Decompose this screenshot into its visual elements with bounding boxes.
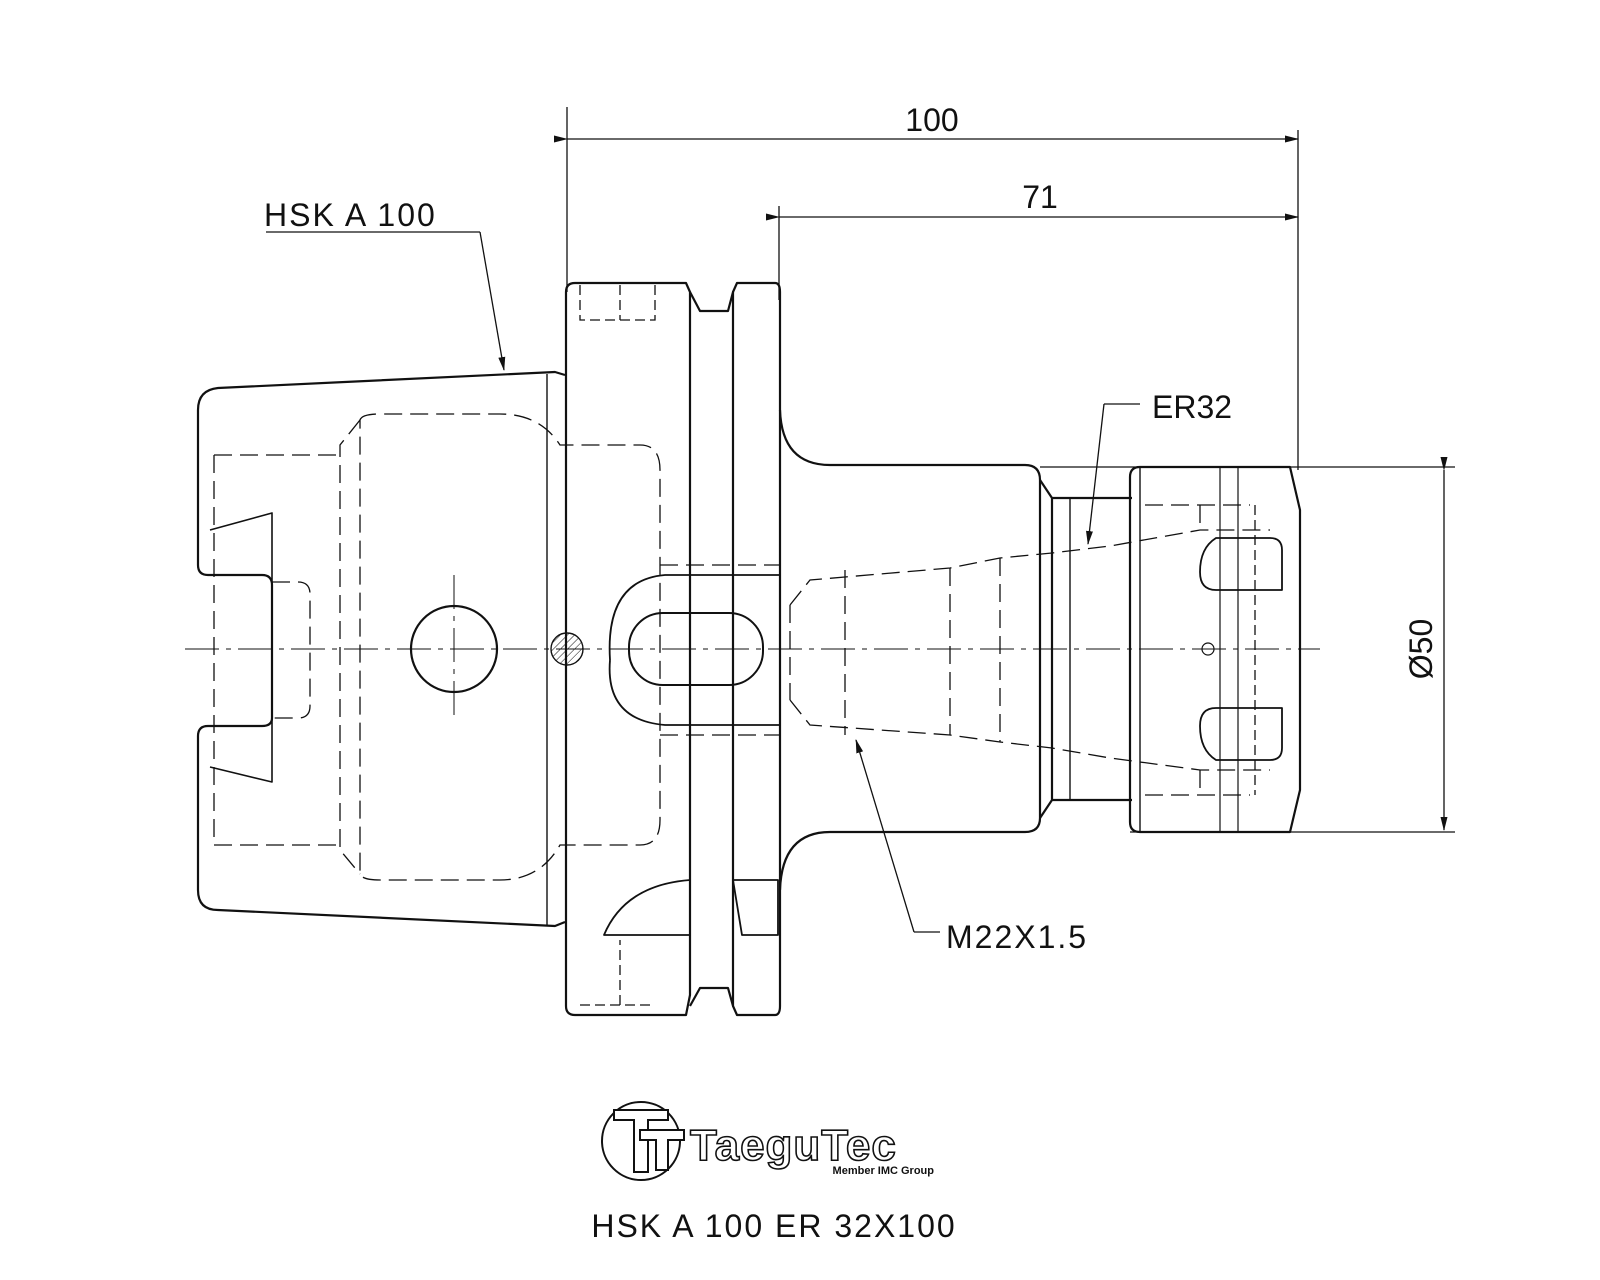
dimension-lines <box>554 107 1455 833</box>
hidden-lines <box>213 285 1270 1006</box>
callout-thread: M22X1.5 <box>946 919 1088 955</box>
tool-holder-outline <box>196 281 1302 1017</box>
dim-overall-length: 100 <box>905 102 958 138</box>
centerlines <box>185 575 1320 722</box>
taegutec-logo: TaeguTec Member IMC Group <box>601 1101 935 1181</box>
drawing-title: HSK A 100 ER 32X100 <box>591 1208 956 1244</box>
brand-tagline: Member IMC Group <box>833 1165 935 1177</box>
leader-lines <box>266 231 1140 933</box>
taegutec-emblem-icon <box>601 1101 685 1181</box>
brand-name: TaeguTec <box>690 1121 897 1170</box>
callout-shank: HSK A 100 <box>264 197 437 233</box>
dim-diameter: Ø50 <box>1403 619 1439 679</box>
dim-gauge-length: 71 <box>1022 179 1058 215</box>
callout-collet: ER32 <box>1152 389 1232 425</box>
